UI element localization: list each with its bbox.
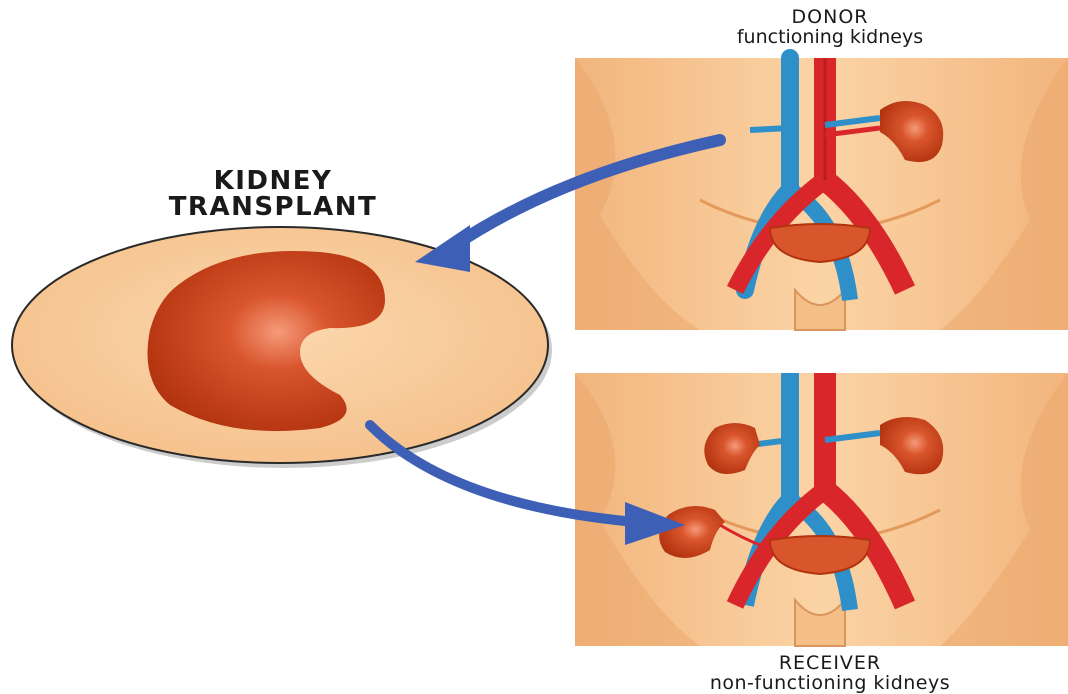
donor-label: DONOR functioning kidneys [640, 8, 1020, 48]
receiver-label: RECEIVER non-functioning kidneys [620, 654, 1040, 694]
page-title: KIDNEY TRANSPLANT [118, 168, 428, 220]
title-line-1: KIDNEY [118, 168, 428, 194]
donor-subheading: functioning kidneys [640, 28, 1020, 48]
receiver-heading: RECEIVER [620, 654, 1040, 674]
donor-torso [575, 58, 1068, 330]
title-line-2: TRANSPLANT [118, 194, 428, 220]
transplant-kidney-circle [12, 227, 552, 468]
receiver-torso [575, 373, 1068, 646]
receiver-subheading: non-functioning kidneys [620, 674, 1040, 694]
donor-heading: DONOR [640, 8, 1020, 28]
